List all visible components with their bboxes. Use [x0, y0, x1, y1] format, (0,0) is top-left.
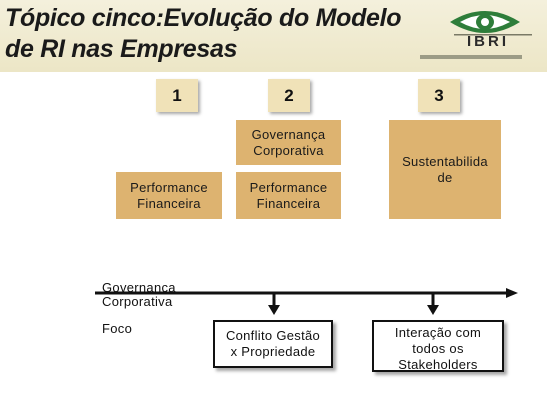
column-number-3: 3 — [418, 79, 460, 112]
box-sustentabilidade-col3: Sustentabilida de — [389, 120, 501, 219]
timeline-axis-arrowhead — [506, 288, 518, 298]
box-sustentabilidade-col3-label: Sustentabilida de — [402, 153, 488, 185]
logo-text: IBRI — [467, 33, 509, 50]
box-interacao-stakeholders-label: Interação com todos os Stakeholders — [394, 325, 482, 372]
title-band — [0, 0, 547, 72]
box-performance-financeira-col1: Performance Financeira — [116, 172, 222, 219]
column-number-2: 2 — [268, 79, 310, 112]
timeline-drop-arrowhead-interacao — [427, 305, 439, 315]
ibri-eye-logo-icon — [450, 11, 532, 36]
box-performance-financeira-col2: Performance Financeira — [236, 172, 341, 219]
box-conflito-gestao: Conflito Gestão x Propriedade — [213, 320, 333, 368]
box-governanca-corporativa-col2-label: Governança Corporativa — [251, 126, 326, 158]
title-line-1: Tópico cinco:Evolução do Modelo — [5, 4, 402, 32]
timeline-label-foco: Foco — [102, 321, 133, 336]
slide-title: Tópico cinco:Evolução do Modelo de RI na… — [5, 3, 455, 65]
title-line-2: de RI nas Empresas — [5, 35, 238, 63]
box-conflito-gestao-label: Conflito Gestão x Propriedade — [225, 328, 321, 359]
box-governanca-corporativa-col2: Governança Corporativa — [236, 120, 341, 165]
box-performance-financeira-col2-label: Performance Financeira — [249, 179, 328, 211]
column-number-1: 1 — [156, 79, 198, 112]
timeline-drop-arrowhead-conflito — [268, 305, 280, 315]
timeline-label-governanca: Governança Corporativa — [102, 280, 176, 309]
box-performance-financeira-col1-label: Performance Financeira — [130, 179, 208, 211]
logo-tagline-bar — [420, 55, 522, 59]
box-interacao-stakeholders: Interação com todos os Stakeholders — [372, 320, 504, 372]
